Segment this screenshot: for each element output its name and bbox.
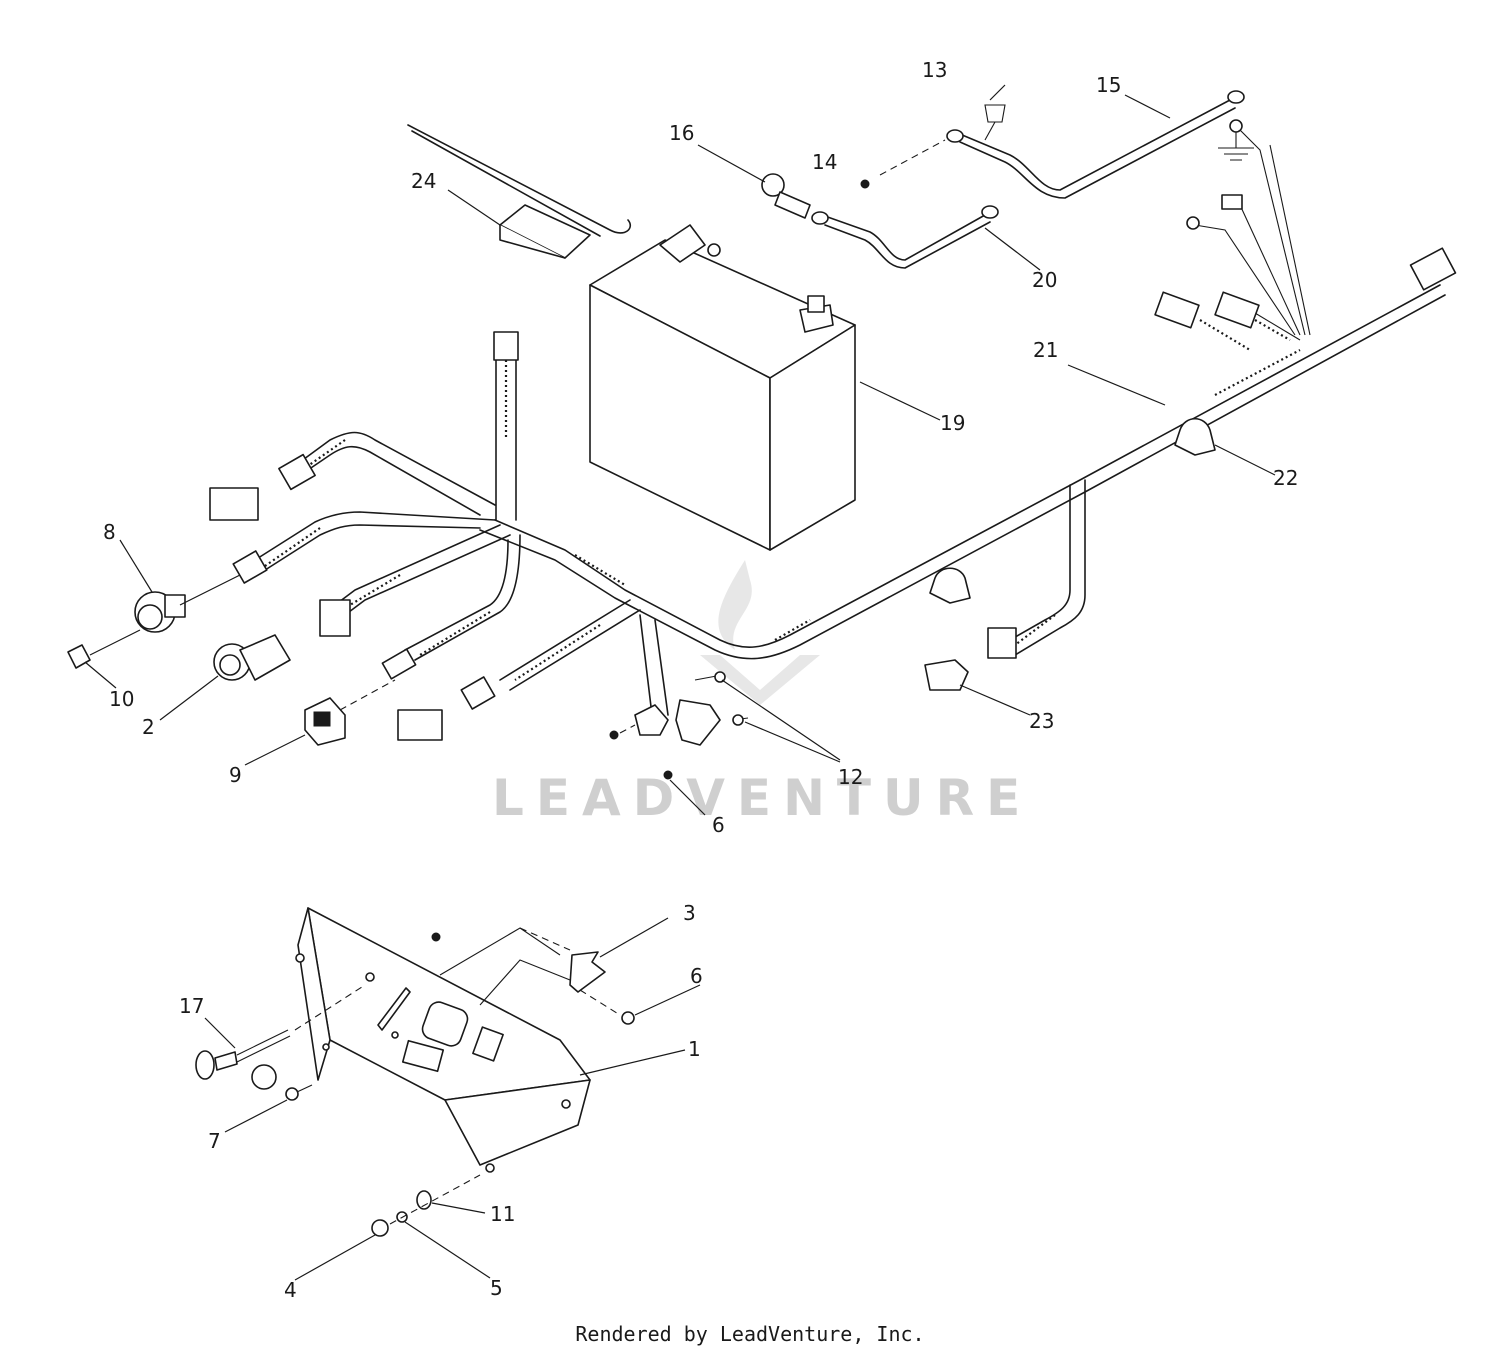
callout-13: 13 [922, 58, 947, 82]
control-panel [195, 907, 635, 1237]
callout-6-lower: 6 [690, 964, 703, 988]
battery [589, 224, 856, 551]
watermark-logo [700, 560, 820, 705]
callout-7: 7 [208, 1129, 221, 1153]
callout-14: 14 [812, 150, 837, 174]
hold-down-bracket [407, 124, 632, 259]
callout-20: 20 [1032, 268, 1057, 292]
harness-clips [929, 417, 1216, 604]
leader-lines [84, 84, 1276, 1281]
callout-6: 6 [712, 813, 725, 837]
callout-4: 4 [284, 1278, 297, 1302]
callout-3: 3 [683, 901, 696, 925]
wiring-harness [254, 119, 1457, 716]
relay [924, 659, 969, 691]
callout-8: 8 [103, 520, 116, 544]
callout-10: 10 [109, 687, 134, 711]
callout-1: 1 [688, 1037, 701, 1061]
callout-19: 19 [940, 411, 965, 435]
seat-switch [609, 671, 749, 780]
callout-11: 11 [490, 1202, 515, 1226]
harness-connectors [209, 453, 1017, 741]
callout-15: 15 [1096, 73, 1121, 97]
callout-5: 5 [490, 1276, 503, 1300]
callout-2: 2 [142, 715, 155, 739]
footer-credit: Rendered by LeadVenture, Inc. [575, 1322, 925, 1346]
callout-21: 21 [1033, 338, 1058, 362]
callout-16: 16 [669, 121, 694, 145]
watermark-text: LEADVENTURE [492, 769, 1032, 827]
callout-23: 23 [1029, 709, 1054, 733]
callout-17: 17 [179, 994, 204, 1018]
callout-22: 22 [1273, 466, 1298, 490]
battery-cables [761, 90, 1245, 269]
callout-9: 9 [229, 763, 242, 787]
callout-labels: 1 2 3 4 5 6 6 7 8 9 10 11 12 13 14 15 16… [103, 58, 1298, 1302]
switches [67, 574, 396, 746]
callout-12: 12 [838, 765, 863, 789]
callout-24: 24 [411, 169, 436, 193]
